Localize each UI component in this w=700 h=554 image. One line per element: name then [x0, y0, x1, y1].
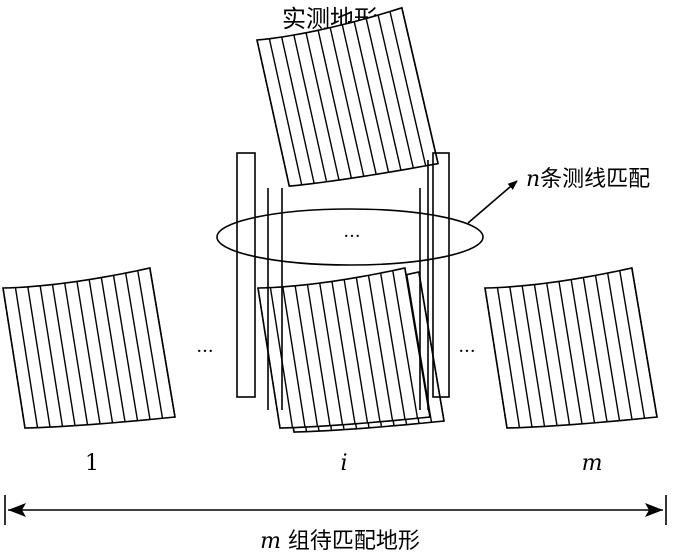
survey-line — [367, 275, 394, 421]
survey-line — [582, 277, 608, 422]
patch-edge-dashed — [256, 39, 290, 187]
survey-line — [533, 284, 558, 426]
survey-line — [27, 286, 51, 428]
survey-line — [509, 286, 533, 428]
survey-line — [418, 271, 445, 422]
survey-line — [137, 270, 164, 419]
survey-line — [88, 279, 114, 423]
survey-line — [64, 282, 89, 425]
candidate-terrain-patch-1 — [2, 267, 176, 429]
survey-line — [14, 287, 39, 428]
survey-line — [294, 285, 319, 427]
survey-line — [401, 7, 439, 164]
ellipse-dots: ··· — [343, 226, 360, 247]
survey-line — [124, 272, 151, 420]
survey-line — [282, 286, 306, 428]
survey-line — [377, 14, 414, 169]
survey-line — [619, 270, 646, 419]
survey-line — [293, 34, 328, 182]
survey-line — [496, 287, 521, 428]
survey-line — [331, 281, 356, 424]
matching-ellipse — [216, 208, 484, 266]
measured-terrain-patch — [256, 6, 440, 187]
survey-line — [341, 24, 377, 175]
survey-line — [149, 267, 176, 418]
survey-line — [558, 281, 583, 424]
survey-line — [100, 277, 126, 422]
survey-line — [76, 281, 101, 424]
survey-line — [355, 277, 381, 422]
survey-line — [343, 279, 369, 423]
survey-line — [631, 267, 658, 418]
survey-line — [112, 275, 139, 421]
survey-line — [606, 272, 633, 420]
survey-line — [570, 279, 596, 423]
patch-outline — [256, 6, 440, 187]
survey-line — [317, 30, 353, 179]
candidate-terrain-patch-i — [257, 267, 431, 429]
patch-label-1: 1 — [85, 451, 99, 476]
patch-label-i: i — [340, 451, 347, 476]
survey-line — [306, 284, 331, 426]
match-label-var: n — [526, 167, 540, 192]
bottom-label-text: 组待匹配地形 — [281, 529, 420, 554]
match-arrow — [467, 180, 518, 224]
survey-line — [392, 270, 419, 419]
survey-line — [319, 282, 344, 425]
survey-line — [594, 275, 621, 421]
ellipsis-right: ··· — [458, 341, 475, 362]
candidate-terrain-patch-m — [484, 267, 658, 429]
range-arrow — [4, 495, 667, 525]
survey-line — [389, 11, 427, 166]
survey-line — [39, 285, 64, 427]
survey-line — [268, 38, 303, 186]
match-label: n条测线匹配 — [526, 167, 650, 192]
survey-line — [404, 267, 431, 418]
survey-line — [353, 21, 390, 173]
bottom-label: m 组待匹配地形 — [260, 529, 420, 554]
survey-line — [379, 272, 406, 420]
survey-line — [365, 18, 402, 171]
survey-line — [546, 282, 571, 425]
survey-line — [329, 27, 365, 177]
survey-line — [51, 284, 76, 426]
bottom-label-var: m — [260, 529, 281, 554]
match-label-text: 条测线匹配 — [540, 167, 650, 192]
survey-line-guides — [236, 152, 450, 410]
ellipsis-left: ··· — [196, 341, 213, 362]
survey-line — [305, 32, 340, 181]
survey-line — [521, 285, 546, 427]
survey-line — [280, 36, 315, 184]
patch-label-m: m — [582, 451, 603, 476]
